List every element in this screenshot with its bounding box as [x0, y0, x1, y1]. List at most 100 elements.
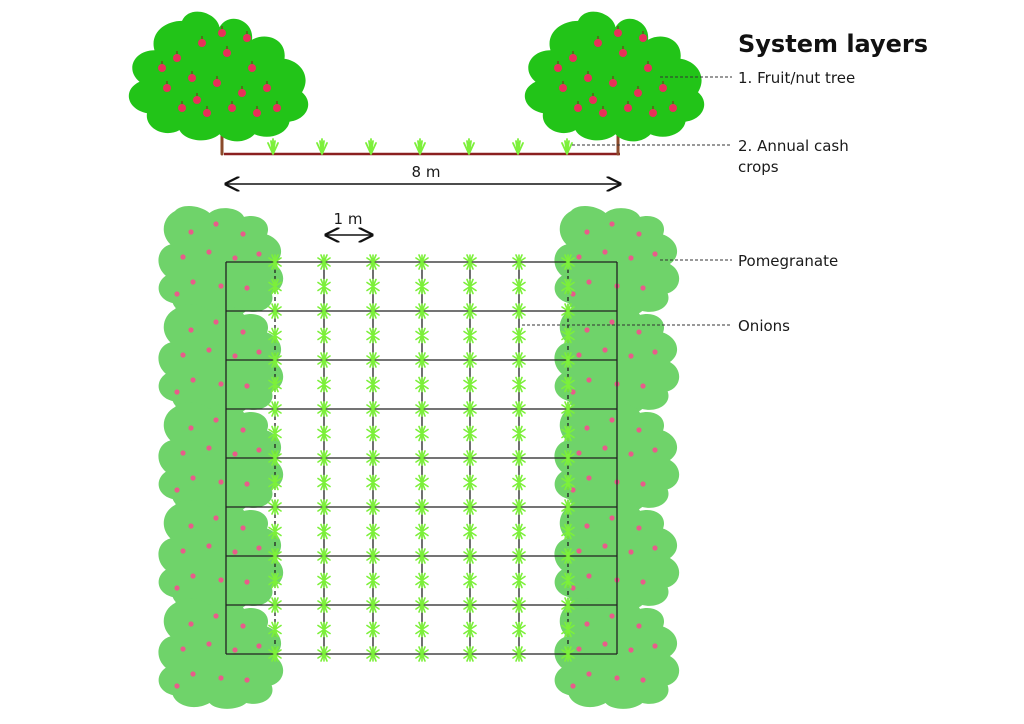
fruit-dot	[248, 64, 256, 72]
plan-view: 1 m Pomegranate Onions	[158, 206, 838, 709]
onion-plant-icon	[512, 327, 526, 344]
pomegranate-canopy	[554, 206, 680, 317]
onion-plant-icon	[415, 523, 429, 540]
diagram-title: System layers	[738, 30, 928, 58]
fruit-dot	[639, 34, 647, 42]
onion-plant-icon	[512, 572, 526, 589]
pomegranate-canopy	[554, 402, 680, 513]
onion-plant-icon	[512, 523, 526, 540]
label-fruit-tree: 1. Fruit/nut tree	[738, 69, 855, 87]
pomegranate-canopy	[158, 304, 284, 415]
pomegranate-canopy	[554, 598, 680, 709]
onion-plant-icon	[366, 621, 380, 638]
fruit-dot	[223, 49, 231, 57]
onion-plant-icon	[415, 327, 429, 344]
seedling-icon	[316, 138, 328, 155]
onion-plant-icon	[366, 572, 380, 589]
fruit-dot	[649, 109, 657, 117]
fruit-dot	[634, 89, 642, 97]
onion-plant-icon	[463, 474, 477, 491]
onion-plant-icon	[463, 523, 477, 540]
fruit-dot	[193, 96, 201, 104]
seedling-icon	[463, 138, 475, 155]
label-annual-crops-line1: 2. Annual cash	[738, 137, 849, 155]
fruit-dot	[198, 39, 206, 47]
fruit-dot	[213, 79, 221, 87]
onion-plant-icon	[512, 376, 526, 393]
fruit-dot	[584, 74, 592, 82]
fruit-dot	[624, 104, 632, 112]
onion-plant-icon	[512, 278, 526, 295]
onion-plant-icon	[317, 327, 331, 344]
pomegranate-canopy	[554, 500, 680, 611]
onion-plant-icon	[317, 278, 331, 295]
onion-plant-icon	[317, 474, 331, 491]
fruit-dot	[569, 54, 577, 62]
pomegranate-canopy	[554, 304, 680, 415]
fruit-dot	[559, 84, 567, 92]
fruit-dot	[253, 109, 261, 117]
seedling-icon	[414, 138, 426, 155]
fruit-dot	[203, 109, 211, 117]
pomegranate-canopy	[158, 402, 284, 513]
side-view: 1. Fruit/nut tree 2. Annual cash crops 8…	[128, 11, 855, 184]
dimension-1m-label: 1 m	[334, 210, 363, 228]
onion-plant-icon	[415, 376, 429, 393]
onion-plant-icon	[463, 278, 477, 295]
seedling-icon	[267, 138, 279, 155]
fruit-dot	[243, 34, 251, 42]
label-onions: Onions	[738, 317, 790, 335]
label-annual-crops-line2: crops	[738, 158, 779, 176]
seedling-icon	[365, 138, 377, 155]
fruit-tree-right	[524, 11, 705, 156]
seedling-icon	[512, 138, 524, 155]
onion-plant-icon	[512, 621, 526, 638]
onion-plant-icon	[463, 621, 477, 638]
onion-plant-icon	[366, 523, 380, 540]
onion-plant-icon	[415, 474, 429, 491]
onion-plant-icon	[317, 425, 331, 442]
dimension-8m-label: 8 m	[412, 163, 441, 181]
pomegranate-canopy	[158, 500, 284, 611]
fruit-dot	[659, 84, 667, 92]
onion-plant-icon	[317, 376, 331, 393]
fruit-dot	[173, 54, 181, 62]
onion-plant-icon	[366, 327, 380, 344]
annual-crop-seedlings	[267, 138, 573, 155]
fruit-tree-left	[128, 11, 309, 156]
label-pomegranate: Pomegranate	[738, 252, 838, 270]
onion-plant-icon	[463, 425, 477, 442]
onion-plant-icon	[512, 474, 526, 491]
onion-plant-icon	[415, 278, 429, 295]
fruit-dot	[594, 39, 602, 47]
fruit-dot	[609, 79, 617, 87]
fruit-dot	[163, 84, 171, 92]
onion-plant-icon	[317, 523, 331, 540]
fruit-dot	[614, 29, 622, 37]
onion-plant-icon	[317, 621, 331, 638]
fruit-dot	[619, 49, 627, 57]
pomegranate-row-left	[158, 206, 284, 709]
fruit-dot	[188, 74, 196, 82]
fruit-dot	[178, 104, 186, 112]
fruit-dot	[273, 104, 281, 112]
onion-plant-icon	[463, 327, 477, 344]
onion-plant-icon	[415, 425, 429, 442]
onion-plant-icon	[512, 425, 526, 442]
fruit-dot	[238, 89, 246, 97]
onion-plant-icon	[366, 425, 380, 442]
onion-plant-icon	[463, 572, 477, 589]
onion-plant-icon	[366, 376, 380, 393]
onion-plant-icon	[366, 474, 380, 491]
fruit-dot	[644, 64, 652, 72]
fruit-dot	[669, 104, 677, 112]
fruit-dot	[263, 84, 271, 92]
fruit-dot	[599, 109, 607, 117]
onion-plant-icon	[317, 572, 331, 589]
fruit-dot	[228, 104, 236, 112]
onion-plant-icon	[415, 621, 429, 638]
pomegranate-canopy	[158, 206, 284, 317]
onion-plant-icon	[463, 376, 477, 393]
seedling-icon	[561, 138, 573, 155]
onion-plant-icon	[366, 278, 380, 295]
